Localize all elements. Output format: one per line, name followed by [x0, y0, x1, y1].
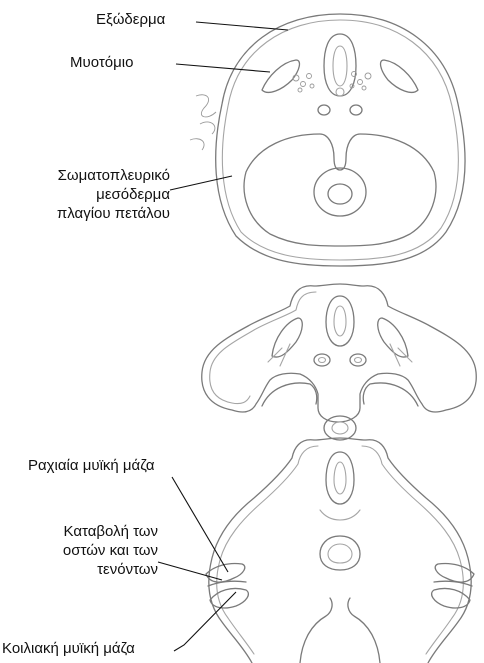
- bottom-section-outline: [209, 438, 471, 663]
- bottom-section-vertebral-body: [320, 536, 360, 570]
- top-section-gut-tube: [314, 168, 366, 216]
- bottom-section-left-dorsal-muscle: [206, 563, 245, 582]
- bottom-section-vertebral-body-inner: [328, 544, 352, 563]
- middle-section-right-aorta: [350, 354, 366, 366]
- pointer-dorsal-muscle-mass: [172, 477, 228, 572]
- middle-section-outline: [202, 284, 477, 422]
- middle-section-neural-tube: [326, 296, 354, 346]
- pointer-ectoderm: [196, 22, 288, 30]
- top-section-coelom-outline: [244, 134, 436, 246]
- middle-section-right-aorta-lumen: [355, 358, 362, 363]
- middle-section-myotome-left-tail: [268, 344, 290, 366]
- pointer-bone-tendon-insertion: [158, 562, 222, 580]
- middle-section-coelom-left: [262, 383, 317, 406]
- top-section-sclerotome-right: [350, 72, 371, 91]
- bottom-section-right-ventral-muscle: [432, 588, 470, 608]
- middle-section-neural-canal: [334, 306, 346, 336]
- bottom-section-limb-muscle-right: [432, 563, 474, 608]
- top-section-neural-tube: [324, 34, 356, 96]
- label-bone-tendon-insertion-line-1: Καταβολή των: [14, 522, 158, 541]
- middle-section-coelom-right: [363, 383, 418, 406]
- label-ectoderm: Εξώδερμα: [96, 10, 165, 29]
- bottom-section-coelom-left: [300, 598, 332, 663]
- label-dorsal-muscle-mass: Ραχιαία μυϊκή μάζα: [28, 456, 155, 475]
- top-section-gut-lumen: [328, 184, 352, 204]
- top-section-notochord: [336, 88, 344, 96]
- middle-embryo-section: [202, 284, 477, 440]
- middle-section-myotome-right-tail: [390, 344, 412, 366]
- pointer-ventral-muscle-mass: [174, 592, 236, 651]
- middle-section-gut-lumen: [332, 422, 348, 434]
- middle-section-inner-outline: [210, 292, 316, 404]
- label-somatic-mesoderm-line-2: μεσόδερμα: [4, 185, 170, 204]
- label-ventral-muscle-mass: Κοιλιακή μυϊκή μάζα: [2, 639, 135, 658]
- label-bone-tendon-insertion-line-2: οστών και των: [14, 541, 158, 560]
- top-section-left-aorta: [318, 105, 330, 115]
- label-somatic-mesoderm-line-3: πλαγίου πετάλου: [4, 204, 170, 223]
- middle-section-left-aorta: [314, 354, 330, 366]
- top-section-neural-canal: [333, 46, 347, 86]
- bottom-section-vertebral-arch: [320, 510, 360, 520]
- top-section-ectoderm-outline: [216, 14, 465, 266]
- pointer-myotome: [176, 64, 270, 72]
- label-myotome: Μυοτόμιο: [70, 53, 133, 72]
- top-section-right-aorta: [350, 105, 362, 115]
- bottom-section-inner-outline: [217, 446, 464, 654]
- top-section-myotome-right: [381, 60, 418, 92]
- label-bone-tendon-insertion: Καταβολή των οστών και των τενόντων: [14, 522, 158, 579]
- top-section-signature-mark: [190, 95, 216, 150]
- label-pointer-lines: [158, 22, 288, 651]
- bottom-embryo-section: [206, 438, 474, 663]
- label-somatic-mesoderm: Σωματοπλευρικό μεσόδερμα πλαγίου πετάλου: [4, 166, 170, 223]
- middle-section-gut-tube: [324, 416, 356, 440]
- bottom-section-neural-canal: [334, 462, 346, 494]
- top-section-sclerotome-left: [293, 74, 314, 93]
- label-somatic-mesoderm-line-1: Σωματοπλευρικό: [4, 166, 170, 185]
- bottom-section-right-dorsal-muscle: [435, 563, 474, 582]
- bottom-section-neural-tube: [326, 452, 354, 504]
- bottom-section-coelom-right: [348, 598, 380, 663]
- top-embryo-section: [190, 14, 465, 266]
- label-bone-tendon-insertion-line-3: τενόντων: [14, 560, 158, 579]
- middle-section-left-aorta-lumen: [319, 358, 326, 363]
- pointer-somatic-mesoderm: [170, 176, 232, 190]
